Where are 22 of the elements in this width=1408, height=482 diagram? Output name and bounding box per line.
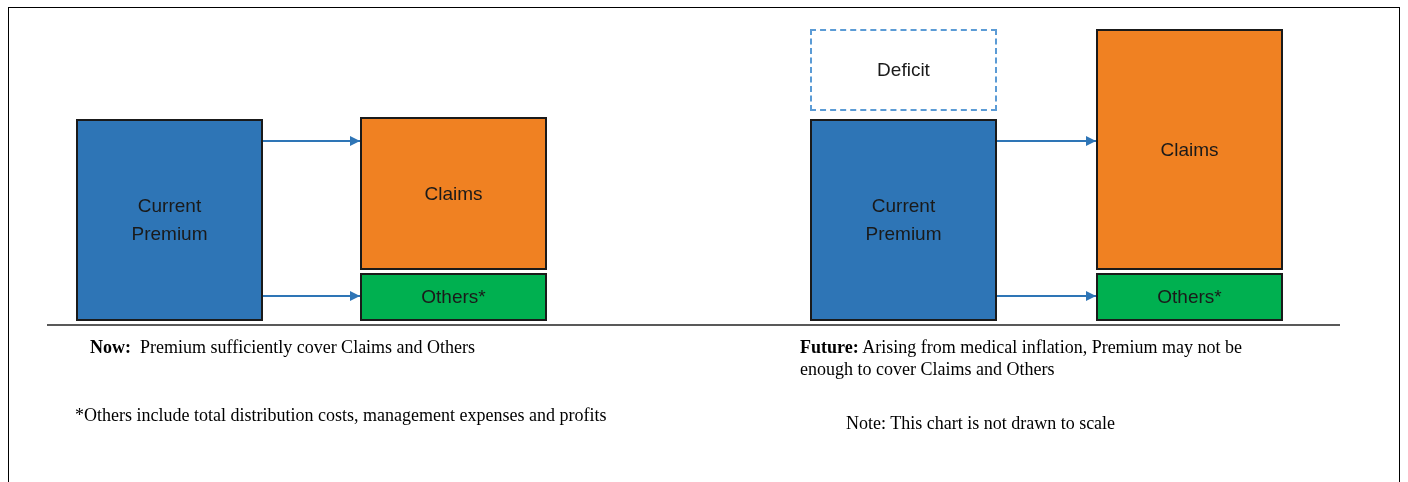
others-box [360,273,547,321]
box-label: Claims [1159,137,1220,162]
arrow [262,136,361,146]
caption-text: Future: Arising from medical inflation, Premium may not be enough to cover Claims and Others [800,336,1244,380]
arrow [996,291,1097,301]
caption-text: Now: Premium sufficiently cover Claims and Others [90,336,477,358]
note-text: Note: This chart is not drawn to scale [846,412,1117,434]
claims-box [1096,29,1283,270]
others-box [1096,273,1283,321]
box-label: Others* [420,285,487,309]
footnote-text: *Others include total distribution costs, management expenses and profits [75,404,608,426]
box-label: Current Premium [864,194,943,246]
box-label: Others* [1156,285,1223,309]
box-label: Claims [423,181,484,206]
box-label: Current Premium [130,194,209,246]
arrow [262,291,361,301]
deficit-box [810,29,997,111]
premium-box [76,119,263,321]
box-label: Deficit [876,58,931,82]
arrow [996,136,1097,146]
claims-box [360,117,547,270]
premium-box [810,119,997,321]
